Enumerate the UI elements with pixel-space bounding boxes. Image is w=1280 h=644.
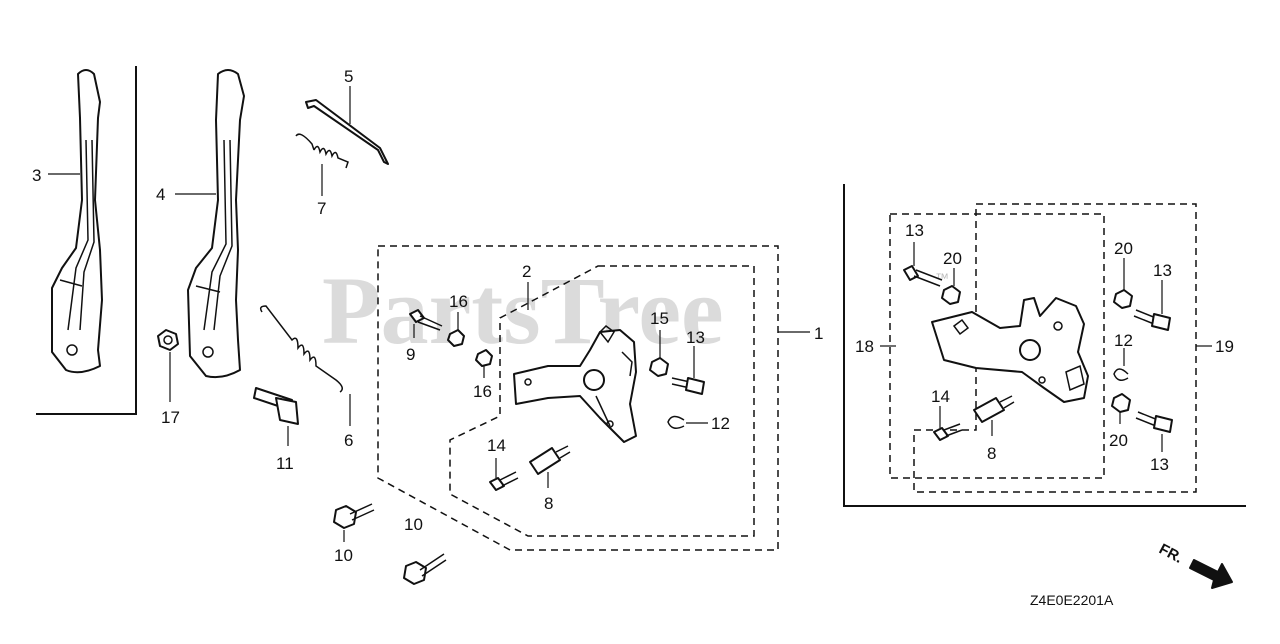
callout-14a: 14 [487,436,506,455]
callout-2: 2 [522,262,531,281]
callout-6: 6 [344,431,353,450]
part-14-screw-a[interactable] [489,471,519,491]
callout-17: 17 [161,408,180,427]
callout-7: 7 [317,199,326,218]
callout-14b: 14 [931,387,950,406]
part-10-bolt-b[interactable] [403,553,447,585]
direction-label: FR. [1156,541,1185,567]
part-9-screw[interactable] [409,309,443,331]
part-12-clip-b[interactable] [1113,368,1129,381]
callout-8a: 8 [544,494,553,513]
callout-5: 5 [344,67,353,86]
right-frame-corner [843,184,1246,507]
callout-13b: 13 [905,221,924,240]
part-14-screw-b[interactable] [933,423,963,441]
assembly-19-outline [913,203,1197,493]
callout-20b: 20 [1109,431,1128,450]
callout-13a: 13 [686,328,705,347]
callout-10b: 10 [404,515,423,534]
assembly-18-outline [889,213,1105,479]
watermark-trademark: ™ [935,270,949,286]
watermark-text: PartsTree [322,257,724,364]
part-11-pin[interactable] [253,387,299,425]
part-16-nut-b[interactable] [475,349,493,367]
drawing-code: Z4E0E2201A [1030,592,1114,608]
part-2-control-bracket[interactable] [513,325,637,443]
part-13-bolt-d[interactable] [1135,411,1173,433]
part-18-control-bracket[interactable] [931,297,1089,403]
left-frame-corner [36,66,137,415]
part-20-nut-a[interactable] [941,285,961,305]
callout-4: 4 [156,185,165,204]
part-20-nut-b[interactable] [1113,289,1133,309]
part-4-lever[interactable] [187,69,245,379]
callout-11: 11 [276,454,294,473]
callout-15: 15 [650,309,669,328]
callout-3: 3 [32,166,41,185]
part-10-bolt-a[interactable] [333,503,375,529]
part-13-bolt-a[interactable] [671,377,705,395]
callout-16a: 16 [449,292,468,311]
part-8-collar-a[interactable] [529,445,571,475]
callout-19: 19 [1215,337,1234,356]
callout-10a: 10 [334,546,353,565]
callout-16b: 16 [473,382,492,401]
part-12-clip-a[interactable] [667,415,685,429]
callout-9: 9 [406,345,415,364]
callout-1: 1 [814,324,823,343]
part-13-bolt-c[interactable] [1133,309,1171,331]
part-13-bolt-b[interactable] [903,265,943,287]
callout-20a: 20 [943,249,962,268]
part-7-spring[interactable] [295,133,349,169]
part-6-spring[interactable] [259,305,343,393]
callout-12b: 12 [1114,331,1133,350]
assembly-2-outline [449,265,755,537]
callout-13c: 13 [1153,261,1172,280]
part-20-nut-c[interactable] [1111,393,1131,413]
callout-12a: 12 [711,414,730,433]
callout-13d: 13 [1150,455,1169,474]
front-direction-arrow: FR. [1156,541,1233,589]
callout-8b: 8 [987,444,996,463]
part-5-rod[interactable] [305,99,389,165]
callout-20b: 20 [1114,239,1133,258]
part-8-collar-b[interactable] [973,395,1015,423]
part-17-nut[interactable] [157,329,179,351]
part-3-lever[interactable] [51,69,103,374]
callout-18: 18 [855,337,874,356]
